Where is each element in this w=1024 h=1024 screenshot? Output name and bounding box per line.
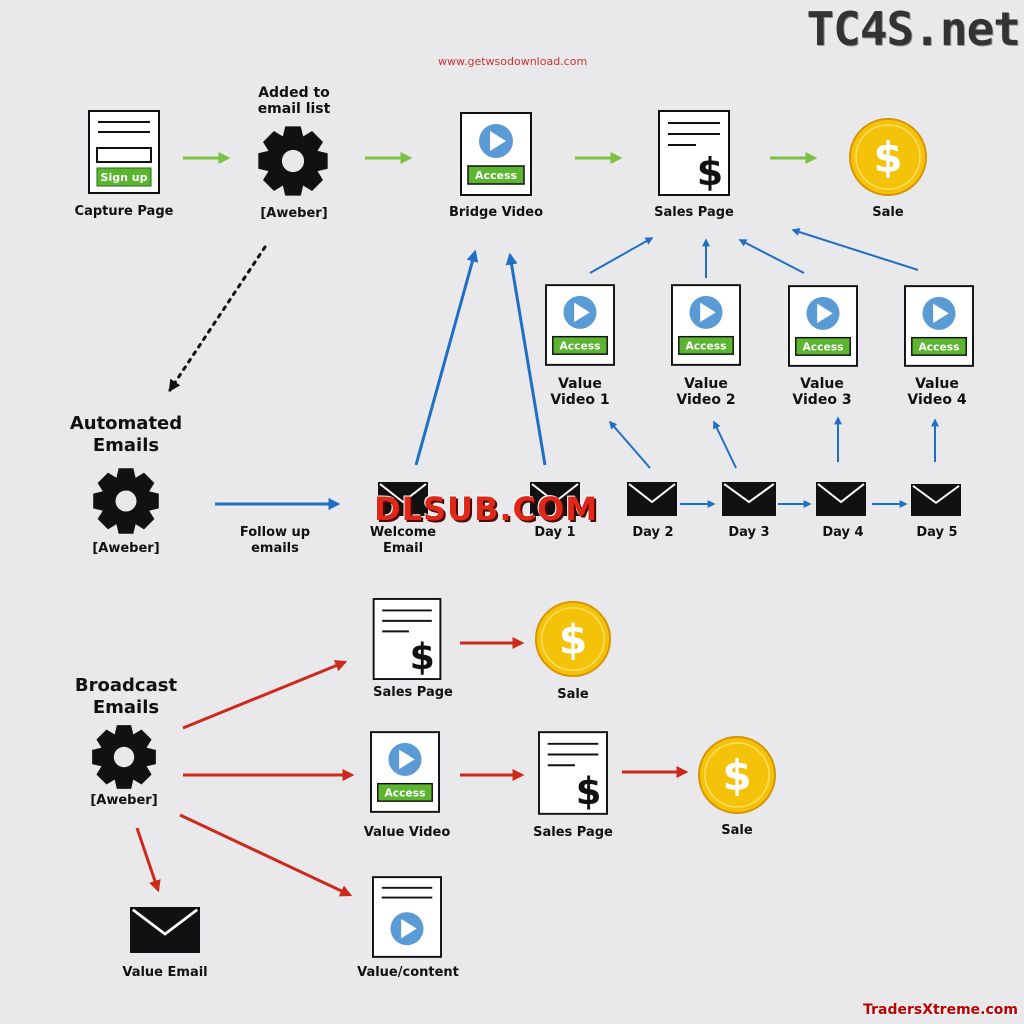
value-video-4-label: Value Video 4 <box>907 376 967 408</box>
access-button-text: Access <box>385 786 426 799</box>
watermark-top: www.getwsodownload.com <box>438 55 588 68</box>
capture-signup-text: Sign up <box>101 171 148 184</box>
sale-label-top: Sale <box>872 205 904 220</box>
value-video-3-icon: Access <box>788 285 858 367</box>
brand-logo: TC4S.net <box>806 2 1021 56</box>
dollar-sign-icon: $ <box>410 636 435 679</box>
email-label-day4: Day 4 <box>822 525 864 540</box>
aweber-label-top: [Aweber] <box>260 206 328 221</box>
svg-text:$: $ <box>873 133 902 182</box>
broadcast-sale-label-1: Sale <box>557 687 589 702</box>
arrow-broadcast-to-sales <box>182 660 348 730</box>
arrow-day1-to-bridge <box>505 252 547 466</box>
capture-page-icon: Sign up <box>88 110 160 194</box>
added-to-list-label: Added to email list <box>257 85 331 117</box>
email-label-welcome: Welcome Email <box>369 525 437 556</box>
dollar-coin-icon: $ <box>698 736 776 814</box>
value-video-icon: Access <box>370 731 440 813</box>
value-video-2-icon: Access <box>671 284 741 366</box>
broadcast-value-video-label: Value Video <box>363 825 451 840</box>
arrow-day3-to-vv2 <box>713 420 737 469</box>
value-video-3-label: Value Video 3 <box>792 376 852 408</box>
watermark-center: DLSUB.COM <box>374 490 599 528</box>
dollar-coin-icon: $ <box>534 600 612 678</box>
dollar-sign-icon: $ <box>697 150 723 194</box>
arrow-broadcast-to-valueemail <box>135 827 161 893</box>
value-video-4-icon: Access <box>904 285 974 367</box>
sales-page-label-top: Sales Page <box>654 205 734 220</box>
email-label-day1: Day 1 <box>534 525 576 540</box>
value-video-2-label: Value Video 2 <box>676 376 736 408</box>
automated-emails-title: Automated Emails <box>69 413 183 456</box>
value-content-icon <box>372 876 442 958</box>
access-button-text: Access <box>686 339 727 352</box>
value-content-label: Value/content <box>357 965 459 980</box>
svg-text:$: $ <box>559 616 587 664</box>
capture-page-label: Capture Page <box>74 204 174 219</box>
access-button-text: Access <box>560 339 601 352</box>
envelope-icon <box>911 484 961 516</box>
svg-text:$: $ <box>722 751 751 800</box>
gear-icon <box>258 126 328 196</box>
access-button-text: Access <box>475 169 518 182</box>
sales-page-icon: $ <box>538 731 608 815</box>
arrow-vv1-to-sales <box>589 237 654 274</box>
value-video-1-icon: Access <box>545 284 615 366</box>
envelope-icon <box>130 907 200 953</box>
envelope-icon <box>816 482 866 516</box>
email-label-day2: Day 2 <box>632 525 674 540</box>
arrow-aweber-to-automated <box>168 245 267 392</box>
value-video-1-label: Value Video 1 <box>550 376 610 408</box>
broadcast-sales-page-label-2: Sales Page <box>533 825 613 840</box>
envelope-icon <box>530 482 580 516</box>
email-label-day5: Day 5 <box>916 525 958 540</box>
gear-icon <box>93 468 159 534</box>
broadcast-sales-page-label: Sales Page <box>373 685 453 700</box>
arrow-broadcast-to-valuecontent <box>179 813 353 897</box>
arrow-vv4-to-sales <box>791 228 919 271</box>
aweber-label-broadcast: [Aweber] <box>90 793 158 808</box>
sales-page-icon: $ <box>372 598 442 680</box>
gear-icon <box>92 725 156 789</box>
aweber-label-automated: [Aweber] <box>92 541 160 556</box>
email-label-day3: Day 3 <box>728 525 770 540</box>
access-button-text: Access <box>803 340 844 353</box>
watermark-bottom: TradersXtreme.com <box>863 1002 1018 1018</box>
envelope-icon <box>627 482 677 516</box>
dollar-coin-icon: $ <box>849 118 927 196</box>
broadcast-sale-label-2: Sale <box>721 823 753 838</box>
bridge-video-label: Bridge Video <box>448 205 544 220</box>
arrow-welcome-to-bridge <box>414 249 479 466</box>
arrow-vv3-to-sales <box>738 239 805 274</box>
access-button-text: Access <box>919 340 960 353</box>
bridge-video-icon: Access <box>460 112 532 196</box>
sales-page-icon: $ <box>658 110 730 196</box>
envelope-icon <box>722 482 776 516</box>
arrow-day2-to-vv1 <box>608 420 651 469</box>
dollar-sign-icon: $ <box>576 770 602 813</box>
value-email-label: Value Email <box>122 965 208 980</box>
envelope-icon <box>378 482 428 516</box>
follow-up-label: Follow up emails <box>239 525 311 556</box>
broadcast-emails-title: Broadcast Emails <box>74 675 178 718</box>
